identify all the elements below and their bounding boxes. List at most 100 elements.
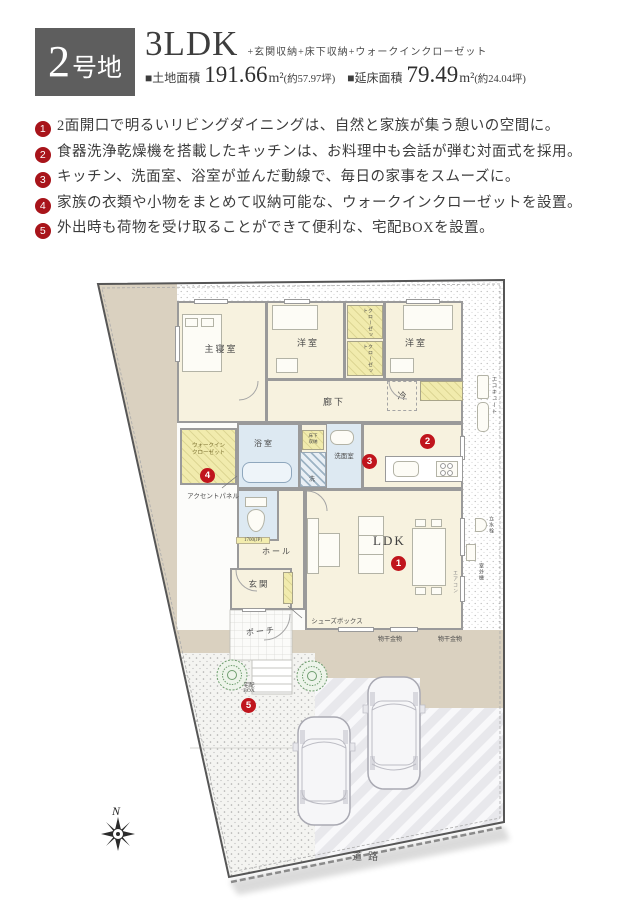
low-table-icon — [318, 533, 340, 567]
window — [175, 326, 180, 362]
dimension-label: 1700(JP) — [236, 537, 270, 544]
window — [460, 518, 465, 556]
shoes-box — [283, 572, 293, 604]
tree-icon — [216, 659, 248, 691]
east-yard — [420, 678, 504, 708]
window — [338, 627, 374, 632]
desk-icon — [390, 358, 414, 373]
stove-icon — [436, 461, 458, 477]
car-icon — [362, 676, 426, 790]
aircon-label: エアコン — [452, 570, 457, 594]
feature-number-badge: 2 — [35, 146, 51, 163]
plan-type: 3LDK — [145, 24, 239, 63]
laundry-label: 洗 — [308, 477, 315, 483]
garden-tap-icon — [475, 518, 487, 532]
room-label-west1: 洋室 — [296, 338, 319, 348]
side-yard — [98, 284, 230, 653]
chair-icon — [431, 587, 442, 595]
site-boundary — [96, 278, 505, 879]
window — [194, 299, 228, 304]
site-shadow — [229, 826, 510, 895]
feature-number-badge: 1 — [35, 121, 51, 137]
laundry-space — [300, 452, 326, 487]
land-area-unit: m² — [268, 71, 284, 86]
floor-area-label: ■延床面積 — [347, 71, 403, 85]
wall — [265, 378, 463, 381]
gravel-band — [177, 281, 504, 630]
bed-icon — [403, 305, 453, 330]
floor-area-value: 79.49 — [406, 62, 459, 87]
room-label-master: 主寝室 — [204, 344, 238, 354]
room-label-hall: ホール — [262, 547, 292, 556]
ecocute-label: エコキュート — [490, 376, 497, 415]
lot-number: 2 — [47, 37, 70, 86]
sofa-icon — [358, 516, 384, 574]
toilet-bowl-icon — [247, 509, 265, 532]
room-label-corridor: 廊下 — [322, 397, 345, 407]
ecocute-tank-icon — [477, 375, 489, 399]
chair-icon — [431, 519, 442, 527]
feature-number-badge: 3 — [35, 172, 51, 188]
road-label: 道路 — [352, 852, 384, 863]
underfloor-storage: 床下 収納 — [302, 430, 324, 450]
floor-area-note: (約24.04坪) — [474, 74, 526, 85]
accent-panel-label: アクセントパネル — [187, 493, 239, 500]
room-label-entrance: 玄関 — [248, 579, 270, 589]
feature-item: 4 家族の衣類や小物をまとめて収納可能な、ウォークインクローゼットを設置。 — [35, 191, 613, 217]
plan-marker-1: 1 — [391, 556, 406, 571]
floor-area-unit: m² — [459, 71, 475, 86]
feature-text: 2面開口で明るいリビングダイニングは、自然と家族が集う憩いの空間に。 — [57, 118, 560, 134]
plan-marker-4: 4 — [200, 468, 215, 483]
wic-label: ウォークイン — [191, 443, 225, 449]
outdoor-unit-icon — [466, 544, 476, 561]
wall — [265, 301, 268, 423]
window — [460, 576, 465, 602]
bathtub-icon — [242, 462, 292, 483]
pillow-icon — [201, 318, 214, 327]
delivery-box-label: 宅配 — [243, 683, 255, 689]
room-label-west2: 洋室 — [404, 338, 427, 348]
feature-item: 3 キッチン、洗面室、浴室が並んだ動線で、毎日の家事をスムーズに。 — [35, 165, 613, 191]
room-label-fridge: 冷 — [397, 391, 407, 401]
closet-1: クローゼット — [347, 305, 383, 339]
room-label-ldk: LDK — [373, 533, 406, 548]
garden-area — [179, 653, 315, 877]
feature-text: 外出時も荷物を受け取ることができて便利な、宅配BOXを設置。 — [57, 220, 495, 236]
compass-icon — [101, 817, 135, 851]
kitchen-sink-icon — [393, 461, 419, 477]
underfloor-label: 床下 — [308, 433, 318, 438]
feature-text: 家族の衣類や小物をまとめて収納可能な、ウォークインクローゼットを設置。 — [57, 194, 582, 211]
wall — [383, 301, 386, 380]
laundry-hardware-label: 物干金物 — [437, 637, 462, 643]
room-label-bath: 浴室 — [254, 439, 274, 448]
chair-icon — [415, 587, 426, 595]
toilet-tank-icon — [245, 497, 267, 507]
pillow-icon — [185, 318, 198, 327]
desk-icon — [276, 358, 298, 373]
feature-text: キッチン、洗面室、浴室が並んだ動線で、毎日の家事をスムーズに。 — [57, 169, 520, 185]
closet-2: クローゼット — [347, 341, 383, 376]
bed-icon — [272, 305, 318, 330]
feature-item: 5 外出時も荷物を受け取ることができて便利な、宅配BOXを設置。 — [35, 216, 613, 242]
feature-number-badge: 4 — [35, 197, 51, 214]
plan-suffix: +玄関収納+床下収納+ウォークインクローゼット — [247, 47, 488, 58]
entrance-door — [242, 608, 266, 612]
tv-board-icon — [307, 518, 319, 574]
window — [284, 299, 310, 304]
feature-item: 1 2面開口で明るいリビングダイニングは、自然と家族が集う憩いの空間に。 — [35, 114, 613, 140]
road-curb — [230, 825, 505, 884]
land-area-label: ■土地面積 — [145, 71, 201, 85]
room-label-wash: 洗面室 — [334, 453, 354, 460]
north-label: N — [112, 804, 121, 818]
laundry-hardware-label: 物干金物 — [377, 637, 402, 643]
plan-marker-2: 2 — [420, 434, 435, 449]
feature-number-badge: 5 — [35, 223, 51, 239]
window — [390, 627, 418, 632]
outdoor-unit-label: 室外機 — [478, 563, 483, 581]
tree-icon — [296, 660, 328, 692]
window — [406, 299, 440, 304]
plan-marker-3: 3 — [362, 454, 377, 469]
closet-label: クローゼット — [362, 308, 372, 338]
